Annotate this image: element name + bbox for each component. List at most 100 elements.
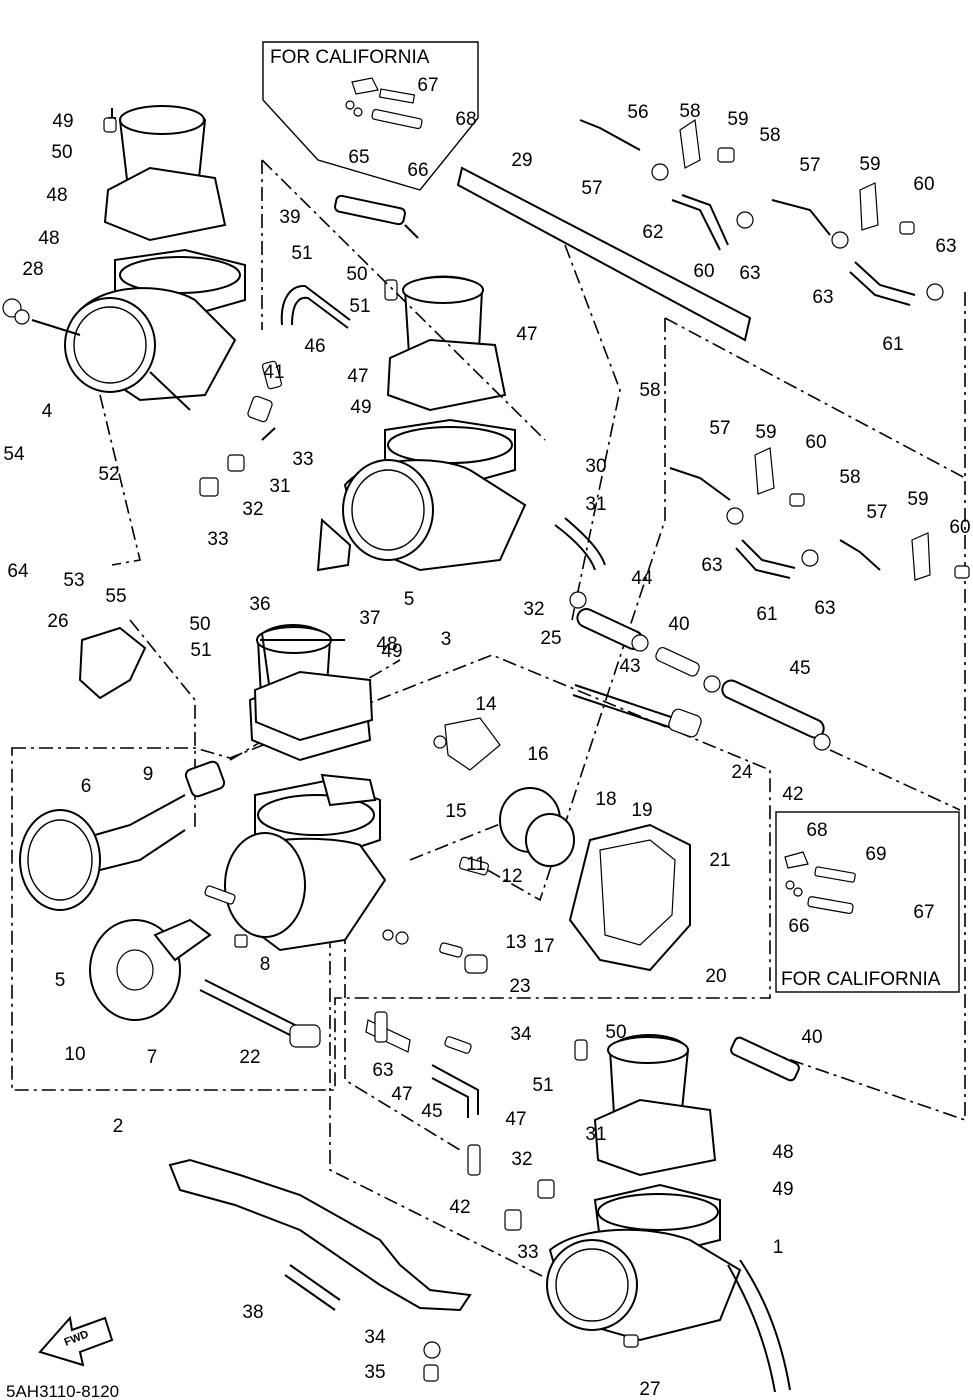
- part-number-20: 20: [705, 966, 726, 987]
- hoses-44-43: [569, 591, 831, 751]
- part-number-57: 57: [709, 418, 730, 439]
- part-number-63: 63: [739, 263, 760, 284]
- part-number-60: 60: [949, 517, 970, 538]
- part-number-31: 31: [269, 476, 290, 497]
- part-number-60: 60: [805, 432, 826, 453]
- part-number-67: 67: [913, 902, 934, 923]
- throttle-linkage-39: [168, 1158, 472, 1382]
- part-number-47: 47: [391, 1084, 412, 1105]
- part-number-47: 47: [516, 324, 537, 345]
- part-number-63: 63: [935, 236, 956, 257]
- part-number-34: 34: [364, 1327, 386, 1348]
- washer-29: [14, 309, 30, 325]
- part-number-52: 52: [98, 464, 119, 485]
- part-number-57: 57: [581, 178, 602, 199]
- part-number-68: 68: [455, 109, 476, 130]
- leader-line: [469, 318, 666, 902]
- part-number-49: 49: [52, 111, 73, 132]
- part-number-32: 32: [511, 1149, 532, 1170]
- part-number-65: 65: [348, 147, 369, 168]
- part-number-5: 5: [404, 589, 415, 610]
- part-number-36: 36: [249, 594, 270, 615]
- part-number-32: 32: [523, 599, 544, 620]
- part-number-30: 30: [585, 456, 606, 477]
- part-number-54: 54: [3, 444, 25, 465]
- cover-6: [19, 794, 186, 911]
- part-number-51: 51: [291, 243, 312, 264]
- part-number-22: 22: [239, 1047, 260, 1068]
- coasting-enricher-15: [433, 717, 501, 771]
- part-number-24: 24: [731, 762, 753, 783]
- part-number-27: 27: [639, 1379, 660, 1400]
- part-number-60: 60: [913, 174, 934, 195]
- throttle-stop-23: [199, 979, 321, 1048]
- part-number-35: 35: [364, 1362, 385, 1383]
- leader-line: [664, 317, 966, 479]
- part-number-48: 48: [376, 634, 397, 655]
- part-number-59: 59: [755, 422, 776, 443]
- fuel-hose-group-mid-right: [669, 447, 970, 581]
- part-number-8: 8: [260, 954, 271, 975]
- part-number-19: 19: [631, 800, 652, 821]
- part-number-51: 51: [190, 640, 211, 661]
- air-funnel-48-mid: [253, 632, 374, 742]
- part-number-16: 16: [527, 744, 548, 765]
- part-number-15: 15: [445, 801, 466, 822]
- part-number-66: 66: [407, 160, 428, 181]
- part-number-64: 64: [7, 561, 29, 582]
- throttle-shaft-25: [572, 684, 702, 738]
- part-number-47: 47: [347, 366, 368, 387]
- fuel-joint-40-top: [334, 194, 419, 239]
- part-number-17: 17: [533, 936, 554, 957]
- leader-line: [99, 394, 141, 566]
- part-number-44: 44: [631, 568, 653, 589]
- leader-line: [761, 292, 966, 1122]
- california-label-top: FOR CALIFORNIA: [270, 47, 430, 68]
- hose-small-right: [554, 517, 606, 571]
- california-box-top: [262, 41, 479, 191]
- part-number-37: 37: [359, 608, 380, 629]
- part-number-41: 41: [263, 362, 284, 383]
- part-number-42: 42: [782, 784, 803, 805]
- part-number-43: 43: [619, 656, 640, 677]
- california-label-bottom: FOR CALIFORNIA: [781, 969, 941, 990]
- part-number-11: 11: [466, 854, 486, 875]
- part-number-67: 67: [417, 75, 438, 96]
- part-number-48: 48: [46, 185, 67, 206]
- part-number-56: 56: [627, 102, 648, 123]
- part-number-61: 61: [882, 334, 903, 355]
- part-number-63: 63: [812, 287, 833, 308]
- small-parts-bottom: [444, 1036, 639, 1348]
- part-number-26: 26: [47, 611, 68, 632]
- part-number-1: 1: [773, 1237, 784, 1258]
- part-number-50: 50: [605, 1022, 626, 1043]
- part-number-47: 47: [505, 1109, 526, 1130]
- part-number-2: 2: [113, 1116, 124, 1137]
- part-number-25: 25: [540, 628, 561, 649]
- part-number-51: 51: [349, 296, 370, 317]
- leader-line: [261, 159, 546, 441]
- part-number-59: 59: [859, 154, 880, 175]
- fuel-joint-40-bottom: [730, 1036, 800, 1082]
- part-number-69: 69: [865, 844, 886, 865]
- part-number-57: 57: [799, 155, 820, 176]
- part-number-58: 58: [679, 101, 700, 122]
- part-number-59: 59: [727, 109, 748, 130]
- leader-line: [564, 244, 621, 621]
- part-number-9: 9: [143, 764, 154, 785]
- leader-line: [329, 880, 591, 1301]
- california-box-bottom: [775, 811, 960, 993]
- carburetor-1: [546, 1034, 791, 1393]
- part-number-39: 39: [279, 207, 300, 228]
- part-number-48: 48: [38, 228, 59, 249]
- part-number-58: 58: [759, 125, 780, 146]
- part-number-66: 66: [788, 916, 809, 937]
- part-number-58: 58: [639, 380, 660, 401]
- drawing-code: 5AH3110-8120: [6, 1382, 119, 1400]
- part-number-31: 31: [585, 494, 606, 515]
- part-number-63: 63: [372, 1060, 393, 1081]
- part-number-40: 40: [668, 614, 689, 635]
- part-number-61: 61: [756, 604, 777, 625]
